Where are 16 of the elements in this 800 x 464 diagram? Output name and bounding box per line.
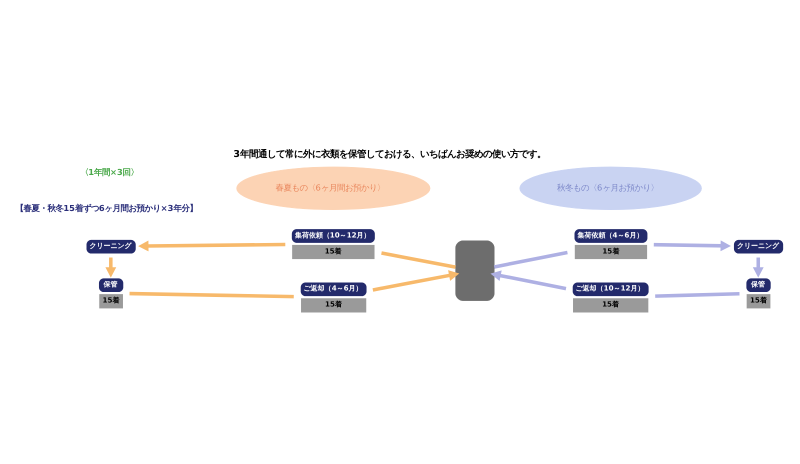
node-ellipse: 秋冬もの〈6ヶ月お預かり〉 — [519, 166, 702, 210]
connector — [381, 251, 456, 269]
arrow — [372, 270, 460, 292]
label: 〈1年間×3回〉 — [80, 167, 139, 178]
connector — [655, 292, 740, 298]
node-person — [455, 240, 494, 301]
arrow — [490, 270, 566, 290]
connector — [130, 292, 294, 298]
connector — [494, 250, 568, 269]
node-ellipse: 春夏もの〈6ヶ月間お預かり〉 — [236, 166, 430, 210]
diagram-title: 3年間通して常に外に衣類を保管しておける、いちばんお奨めの使い方です。 — [233, 148, 546, 160]
label: 【春夏・秋冬15着ずつ6ヶ月間お預かり×3年分】 — [15, 203, 198, 214]
arrow — [752, 258, 764, 278]
arrow — [138, 240, 286, 252]
arrow — [654, 240, 731, 252]
arrow — [105, 258, 116, 278]
